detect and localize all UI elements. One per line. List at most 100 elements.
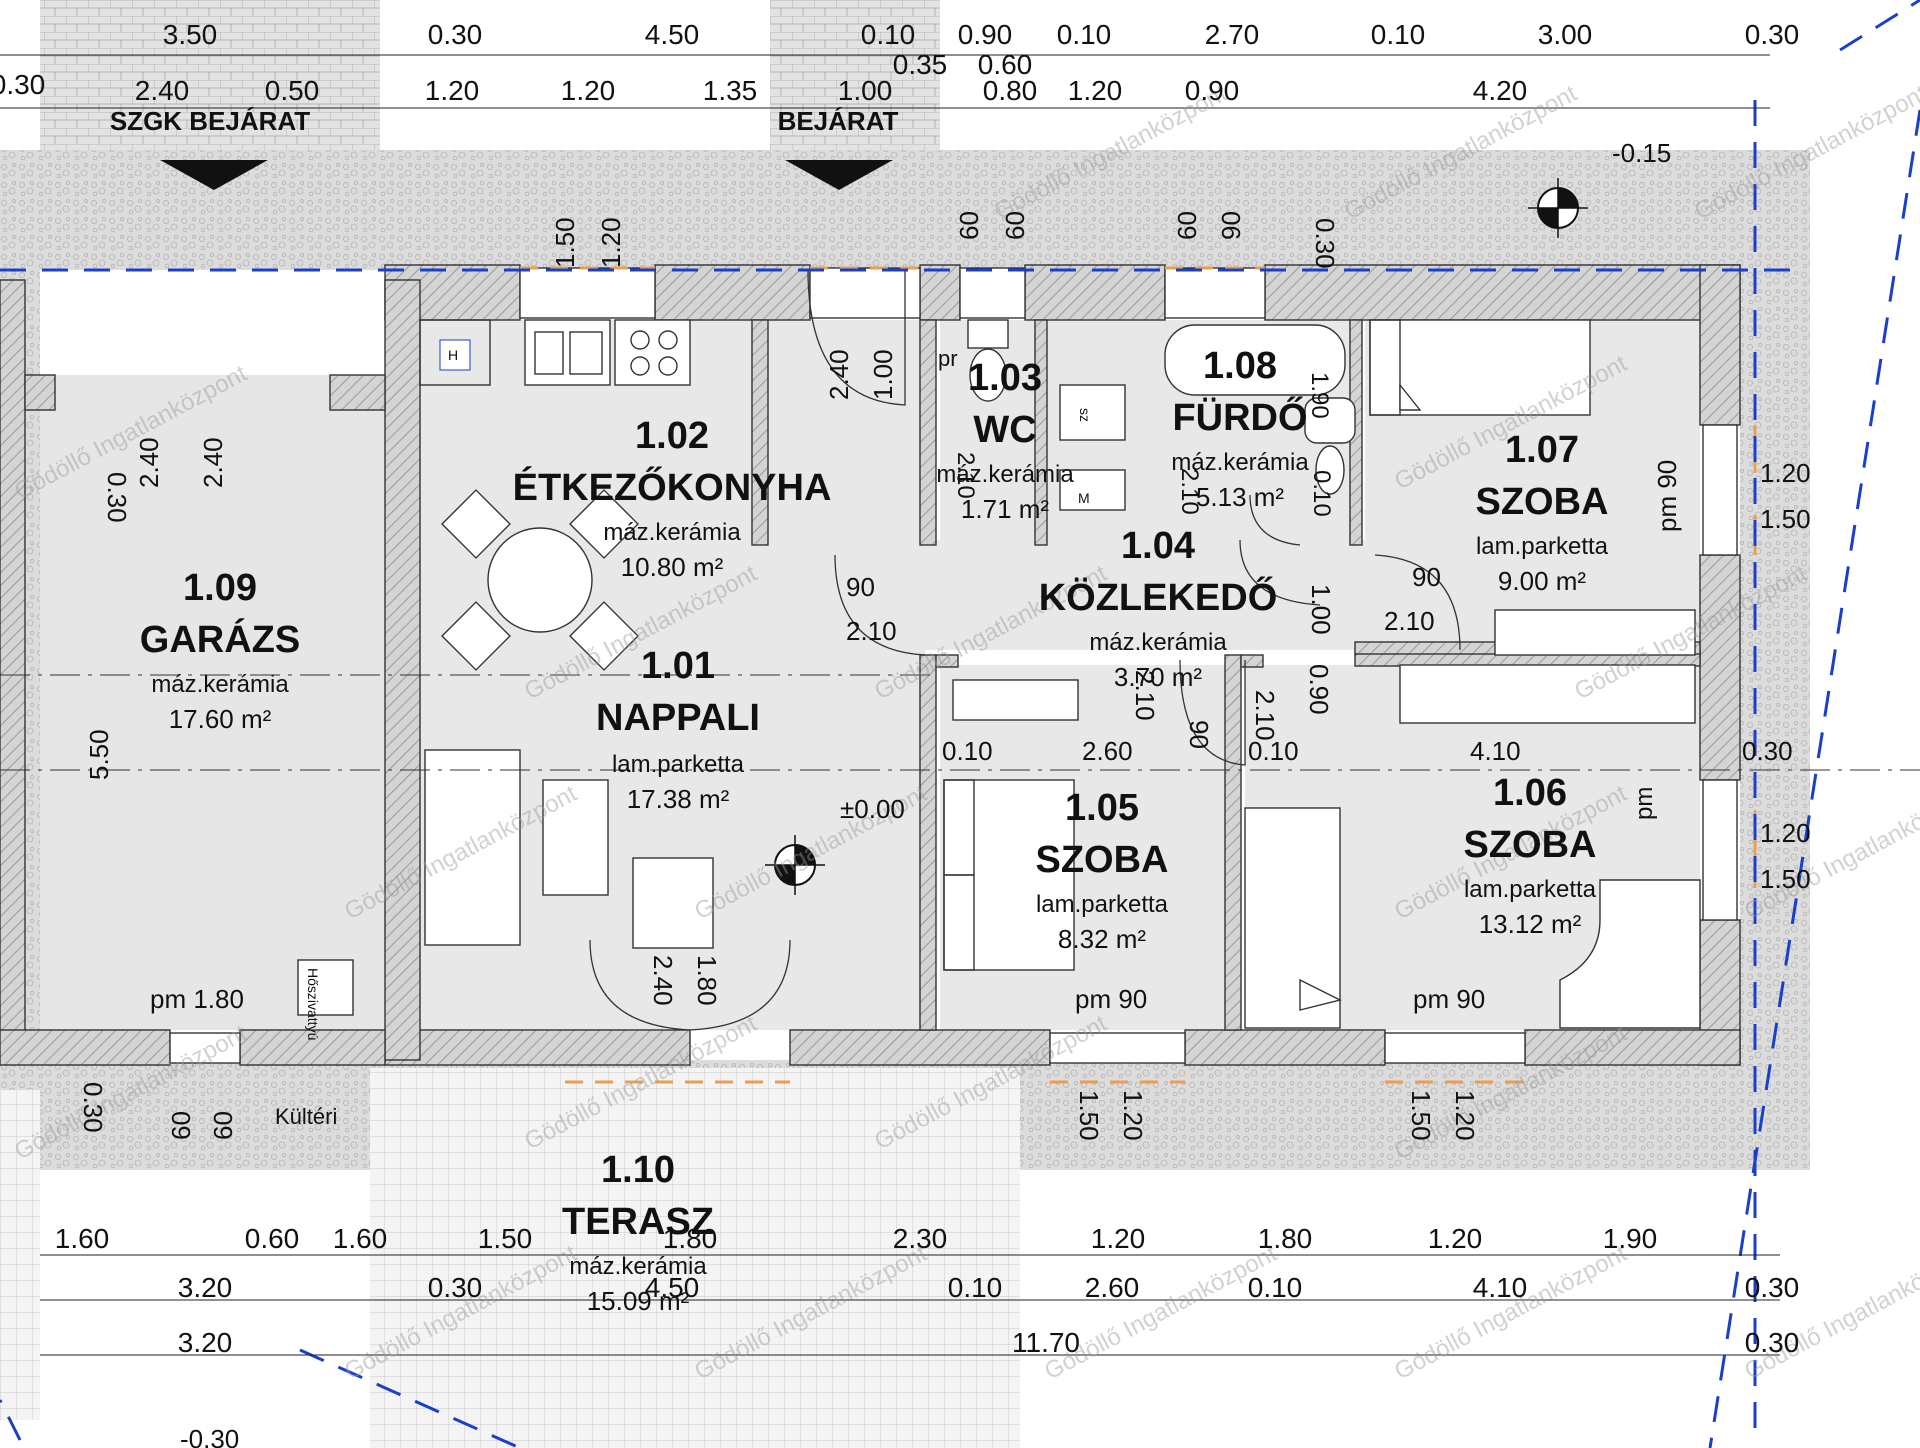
sz-label: sz xyxy=(1077,408,1093,422)
room-floor: lam.parketta xyxy=(612,751,745,778)
hoszivattyu-label: Hőszivattyú xyxy=(305,968,321,1040)
kulteri-label: Kültéri xyxy=(275,1104,337,1129)
svg-text:0.80: 0.80 xyxy=(983,75,1038,106)
svg-text:2.40: 2.40 xyxy=(198,437,228,488)
room-number: 1.07 xyxy=(1505,429,1579,471)
svg-text:0.10: 0.10 xyxy=(948,1272,1003,1303)
svg-text:0.30: 0.30 xyxy=(428,1272,483,1303)
room-name: SZOBA xyxy=(1036,839,1169,881)
svg-text:2.40: 2.40 xyxy=(134,437,164,488)
svg-text:4.20: 4.20 xyxy=(1473,75,1528,106)
doors xyxy=(589,269,1461,1031)
svg-text:11.70: 11.70 xyxy=(1012,1327,1080,1358)
svg-text:0.90: 0.90 xyxy=(1185,75,1240,106)
svg-text:2.10: 2.10 xyxy=(1250,690,1280,741)
room-number: 1.09 xyxy=(183,567,257,609)
svg-text:2.40: 2.40 xyxy=(648,955,678,1006)
room-name: FÜRDŐ xyxy=(1172,395,1307,439)
level-bottom: -0.30 xyxy=(180,1424,239,1448)
svg-text:0.30: 0.30 xyxy=(1745,1327,1800,1358)
room-1-05-label: 1.05 SZOBA lam.parketta 8.32 m² xyxy=(1036,787,1169,954)
svg-text:60: 60 xyxy=(1172,211,1202,240)
svg-text:2.10: 2.10 xyxy=(1384,606,1435,636)
svg-text:2.10: 2.10 xyxy=(952,452,979,499)
svg-text:60: 60 xyxy=(1000,211,1030,240)
top-dimensions-row-1: 3.50 0.30 4.50 0.10 0.90 0.10 2.70 0.10 … xyxy=(163,19,1800,80)
level-inside: ±0.00 xyxy=(840,794,905,824)
room-1-01-label: 1.01 NAPPALI lam.parketta 17.38 m² xyxy=(596,645,760,814)
svg-text:1.80: 1.80 xyxy=(663,1223,718,1254)
svg-text:0.10: 0.10 xyxy=(1248,1272,1303,1303)
svg-text:2.40: 2.40 xyxy=(135,75,190,106)
pr-label: pr xyxy=(938,346,958,371)
garage-entrance-arrow xyxy=(160,160,268,190)
room-area: 8.32 m² xyxy=(1058,924,1146,954)
room-1-04-label: 1.04 KÖZLEKEDŐ máz.kerámia 3.70 m² xyxy=(1039,525,1278,692)
room-1-08-label: 1.08 FÜRDŐ máz.kerámia 5.13 m² xyxy=(1171,345,1309,512)
svg-text:2.10: 2.10 xyxy=(1130,670,1160,721)
svg-text:1.50: 1.50 xyxy=(1760,864,1811,894)
appliance-h-box xyxy=(439,339,471,371)
svg-text:0.60: 0.60 xyxy=(978,49,1033,80)
room-1-10-label: 1.10 TERASZ máz.kerámia 15.09 m² xyxy=(562,1149,714,1316)
svg-text:90: 90 xyxy=(1216,211,1246,240)
svg-text:0.30: 0.30 xyxy=(1742,736,1793,766)
svg-text:4.50: 4.50 xyxy=(645,19,700,50)
room-1-09-label: 1.09 GARÁZS máz.kerámia 17.60 m² xyxy=(140,567,300,734)
room-name: TERASZ xyxy=(562,1201,714,1243)
dimension-lines xyxy=(0,54,1780,1356)
room-floor: máz.kerámia xyxy=(1089,629,1227,656)
svg-text:0.10: 0.10 xyxy=(1057,19,1112,50)
svg-text:1.20: 1.20 xyxy=(1450,1090,1480,1141)
room-area: 9.00 m² xyxy=(1498,566,1586,596)
svg-text:4.10: 4.10 xyxy=(1473,1272,1528,1303)
level-marker-outside xyxy=(1528,178,1588,238)
room-1-06-label: 1.06 SZOBA lam.parketta 13.12 m² xyxy=(1464,772,1597,939)
svg-text:0.90: 0.90 xyxy=(1304,664,1334,715)
room-floor: máz.kerámia xyxy=(151,671,289,698)
svg-text:1.80: 1.80 xyxy=(692,955,722,1006)
svg-text:1.20: 1.20 xyxy=(1760,458,1811,488)
svg-text:1.50: 1.50 xyxy=(550,217,580,268)
svg-text:0.10: 0.10 xyxy=(1248,736,1299,766)
floor-corridor xyxy=(925,540,1380,650)
svg-text:pm 90: pm 90 xyxy=(1652,460,1682,532)
room-name: KÖZLEKEDŐ xyxy=(1039,575,1278,619)
svg-text:60: 60 xyxy=(208,1111,238,1140)
room-area: 3.70 m² xyxy=(1114,662,1202,692)
room-floor: lam.parketta xyxy=(1036,891,1169,918)
svg-text:1.50: 1.50 xyxy=(1074,1090,1104,1141)
svg-text:0.90: 0.90 xyxy=(958,19,1013,50)
room-1-07-label: 1.07 SZOBA lam.parketta 9.00 m² xyxy=(1476,429,1609,596)
pavement-right xyxy=(1740,150,1810,1170)
room-name: ÉTKEZŐKONYHA xyxy=(513,465,832,509)
room-floor: lam.parketta xyxy=(1464,876,1597,903)
svg-text:2.30: 2.30 xyxy=(893,1223,948,1254)
room-number: 1.08 xyxy=(1203,345,1277,387)
room-area: 13.12 m² xyxy=(1479,909,1582,939)
svg-text:1.60: 1.60 xyxy=(333,1223,388,1254)
room-number: 1.05 xyxy=(1065,787,1139,829)
svg-text:0.30: 0.30 xyxy=(428,19,483,50)
svg-text:60: 60 xyxy=(954,211,984,240)
svg-text:4.10: 4.10 xyxy=(1470,736,1521,766)
room-number: 1.01 xyxy=(641,645,715,687)
svg-text:1.00: 1.00 xyxy=(838,75,893,106)
svg-text:1.20: 1.20 xyxy=(596,217,626,268)
svg-text:3.50: 3.50 xyxy=(163,19,218,50)
windows xyxy=(169,267,1738,1064)
svg-text:1.20: 1.20 xyxy=(1118,1090,1148,1141)
svg-text:1.20: 1.20 xyxy=(561,75,616,106)
svg-text:0.10: 0.10 xyxy=(1308,470,1335,517)
room-floor: máz.kerámia xyxy=(1171,449,1309,476)
svg-text:5.50: 5.50 xyxy=(84,729,114,780)
bottom-dimensions-row-2: 3.20 0.30 4.50 0.10 2.60 0.10 4.10 0.30 xyxy=(178,1272,1800,1303)
svg-text:0.35: 0.35 xyxy=(893,49,948,80)
room-1-02-label: 1.02 ÉTKEZŐKONYHA máz.kerámia 10.80 m² xyxy=(513,415,832,582)
svg-text:90: 90 xyxy=(1184,720,1214,749)
svg-text:pm 90: pm 90 xyxy=(1075,984,1147,1014)
level-outside: -0.15 xyxy=(1612,138,1671,168)
svg-text:0.50: 0.50 xyxy=(265,75,320,106)
